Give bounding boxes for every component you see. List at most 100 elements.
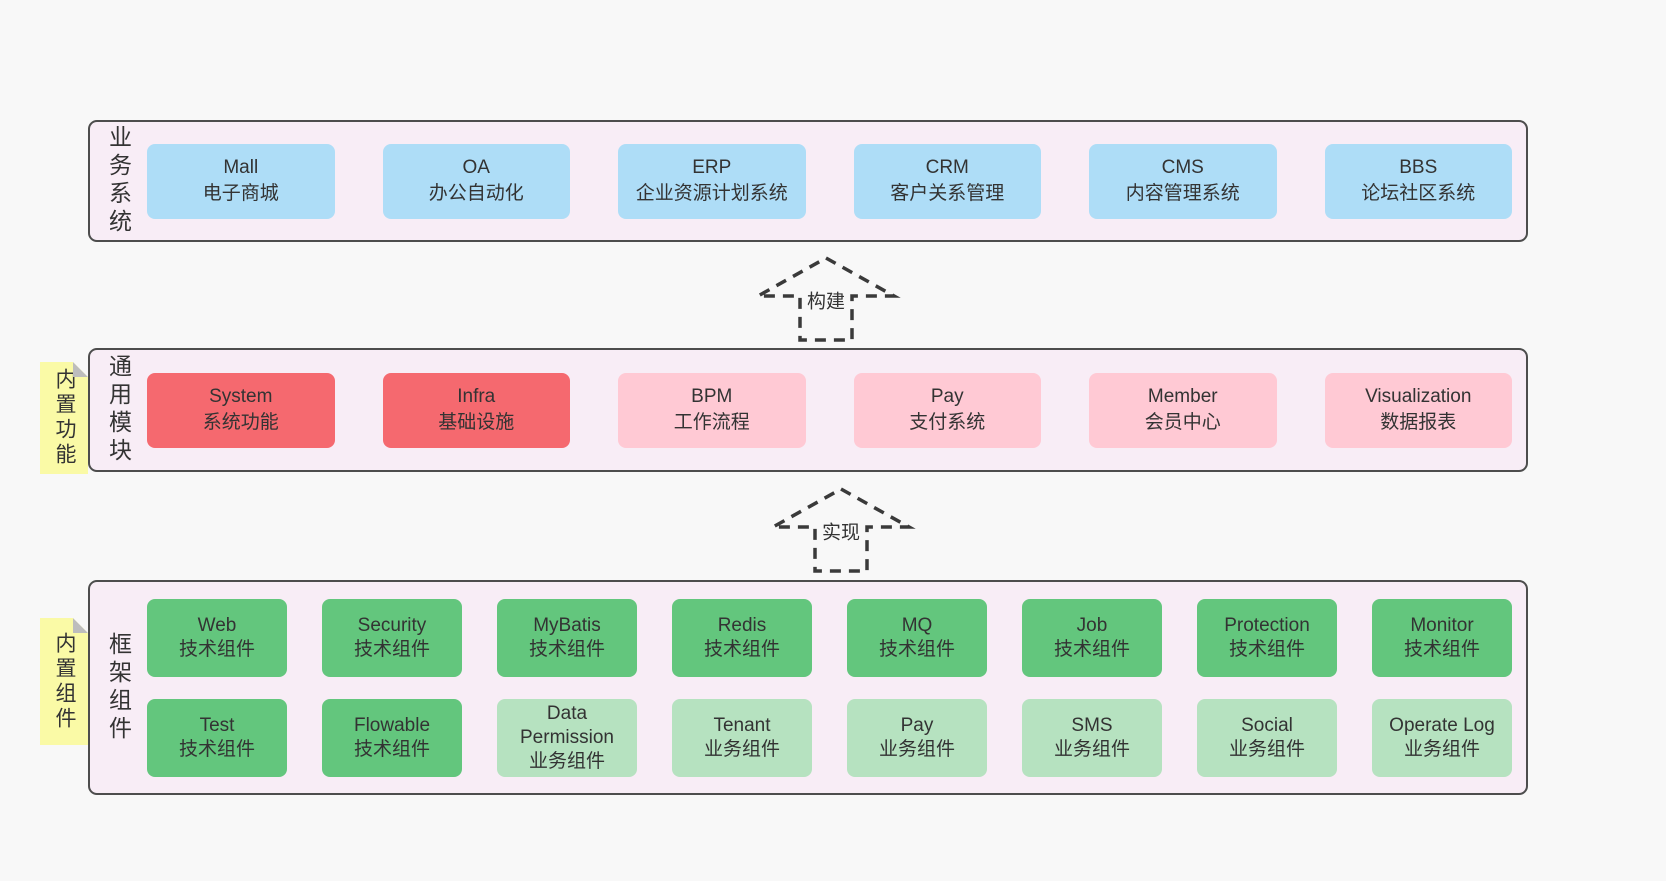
box-title: Security [357,614,427,636]
box-subtitle: 技术组件 [878,638,955,660]
box-title: Job [1076,614,1108,636]
box-subtitle: 支付系统 [909,412,986,433]
box-title: Member [1147,386,1218,407]
box-mybatis: MyBatis 技术组件 [497,598,637,677]
box-job: Job 技术组件 [1022,598,1162,677]
box-bpm: BPM 工作流程 [618,372,806,448]
box-title: Infra [457,386,496,407]
layer-label: 业务系统 [105,125,132,237]
box-title: Social [1241,714,1293,736]
box-tenant: Tenant 业务组件 [672,698,812,777]
box-subtitle: 办公自动化 [428,183,524,204]
arrow-label: 实现 [818,516,864,546]
box-subtitle: 业务组件 [703,738,780,760]
box-title: BBS [1399,157,1438,178]
box-pay-system: Pay 支付系统 [853,372,1041,448]
box-title: Pay [930,386,964,407]
box-title: CRM [925,157,969,178]
box-monitor: Monitor 技术组件 [1372,598,1512,677]
box-subtitle: 业务组件 [1403,738,1480,760]
box-subtitle: 技术组件 [703,638,780,660]
box-data-permission: Data Permission 业务组件 [497,698,637,777]
box-operate-log: Operate Log 业务组件 [1372,698,1512,777]
box-title: Mall [223,157,259,178]
box-subtitle: 系统功能 [202,412,279,433]
layer-common-modules: 通用模块 System 系统功能 Infra 基础设施 BPM 工作流程 Pay… [88,348,1528,472]
box-oa: OA 办公自动化 [382,143,570,219]
box-protection: Protection 技术组件 [1197,598,1337,677]
box-mall: Mall 电子商城 [147,143,335,219]
box-title: MQ [901,614,933,636]
box-subtitle: 内容管理系统 [1125,183,1240,204]
common-modules-row: System 系统功能 Infra 基础设施 BPM 工作流程 Pay 支付系统… [147,372,1512,448]
box-subtitle: 技术组件 [353,738,430,760]
box-test: Test 技术组件 [147,698,287,777]
box-system: System 系统功能 [147,372,335,448]
box-subtitle: 企业资源计划系统 [635,183,788,204]
box-erp: ERP 企业资源计划系统 [618,143,806,219]
box-mq: MQ 技术组件 [847,598,987,677]
box-social: Social 业务组件 [1197,698,1337,777]
box-subtitle: 客户关系管理 [890,183,1005,204]
box-subtitle: 技术组件 [178,738,255,760]
box-redis: Redis 技术组件 [672,598,812,677]
box-subtitle: 基础设施 [438,412,515,433]
box-web: Web 技术组件 [147,598,287,677]
box-title: CMS [1161,157,1204,178]
box-title: Test [199,714,235,736]
dashed-up-arrow-icon [751,255,901,342]
box-subtitle: 电子商城 [202,183,279,204]
box-subtitle: 技术组件 [1228,638,1305,660]
box-title: Web [197,614,237,636]
box-title: Redis [717,614,767,636]
box-crm: CRM 客户关系管理 [853,143,1041,219]
box-title: MyBatis [533,614,601,636]
box-title: Flowable [353,714,431,736]
dashed-up-arrow-icon [766,486,916,573]
box-subtitle: 技术组件 [1403,638,1480,660]
box-title: ERP [692,157,732,178]
layer-framework-components: 框架组件 Web 技术组件 Security 技术组件 MyBatis 技术组件… [88,580,1528,795]
box-pay-component: Pay 业务组件 [847,698,987,777]
box-title: Operate Log [1389,714,1495,736]
box-subtitle: 业务组件 [528,750,605,772]
box-subtitle: 业务组件 [878,738,955,760]
box-title: OA [462,157,490,178]
box-title: Data Permission [520,702,614,748]
box-sms: SMS 业务组件 [1022,698,1162,777]
box-title: Pay [900,714,934,736]
sticky-note-built-in-functions: 内置功能 [40,362,88,474]
box-title: System [209,386,273,407]
box-subtitle: 技术组件 [178,638,255,660]
box-subtitle: 数据报表 [1380,412,1457,433]
box-title: BPM [691,386,733,407]
box-subtitle: 技术组件 [528,638,605,660]
arrow-build: 构建 [751,255,901,342]
box-title: Visualization [1365,386,1472,407]
business-systems-row: Mall 电子商城 OA 办公自动化 ERP 企业资源计划系统 CRM 客户关系… [147,143,1512,219]
box-subtitle: 技术组件 [353,638,430,660]
layer-label: 通用模块 [105,354,132,466]
sticky-note-built-in-components: 内置组件 [40,618,88,745]
framework-components-grid: Web 技术组件 Security 技术组件 MyBatis 技术组件 Redi… [147,598,1512,777]
box-subtitle: 会员中心 [1144,412,1221,433]
arrow-implement: 实现 [766,486,916,573]
box-title: SMS [1071,714,1113,736]
box-subtitle: 业务组件 [1228,738,1305,760]
box-visualization: Visualization 数据报表 [1324,372,1512,448]
box-subtitle: 论坛社区系统 [1361,183,1476,204]
arrow-label: 构建 [803,285,849,315]
box-title: Protection [1224,614,1310,636]
box-cms: CMS 内容管理系统 [1089,143,1277,219]
box-security: Security 技术组件 [322,598,462,677]
box-bbs: BBS 论坛社区系统 [1324,143,1512,219]
box-title: Tenant [713,714,771,736]
layer-business-systems: 业务系统 Mall 电子商城 OA 办公自动化 ERP 企业资源计划系统 CRM… [88,120,1528,242]
box-title: Monitor [1410,614,1474,636]
box-subtitle: 业务组件 [1053,738,1130,760]
box-subtitle: 技术组件 [1053,638,1130,660]
box-member: Member 会员中心 [1089,372,1277,448]
box-flowable: Flowable 技术组件 [322,698,462,777]
box-infra: Infra 基础设施 [382,372,570,448]
